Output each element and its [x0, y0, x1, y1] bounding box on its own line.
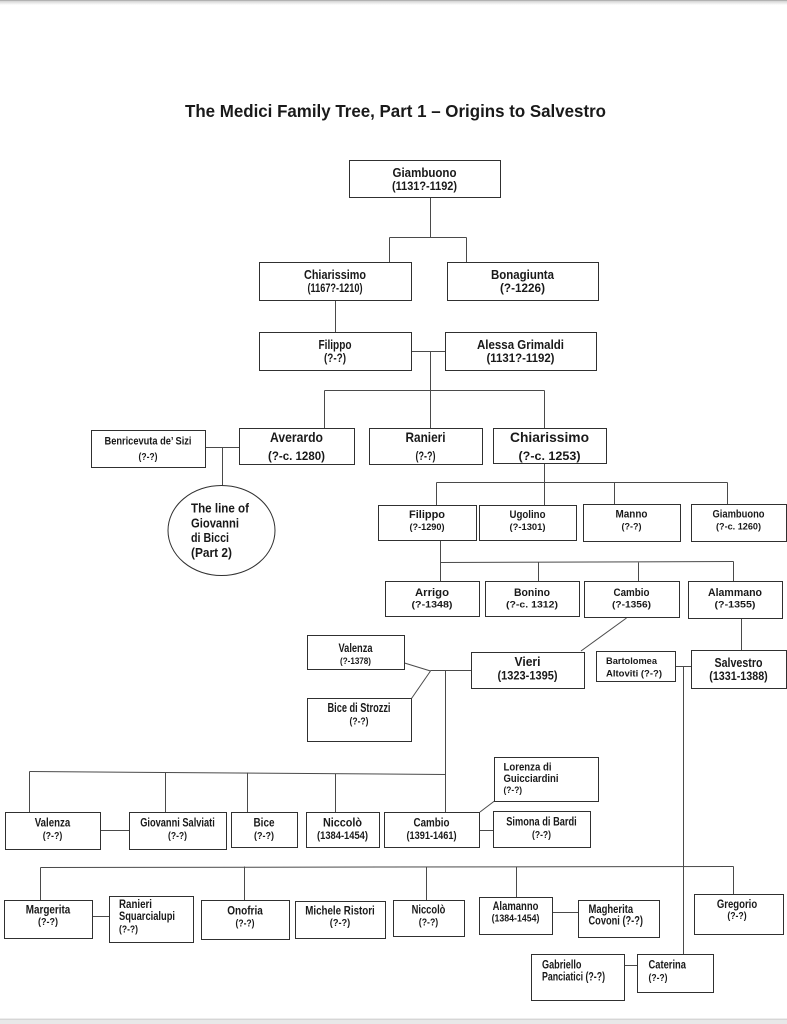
svg-text:(1167?-1210): (1167?-1210) — [308, 283, 363, 295]
svg-text:Benricevuta de’ Sizi: Benricevuta de’ Sizi — [105, 436, 192, 448]
svg-text:(?-?): (?-?) — [324, 353, 346, 365]
svg-text:Bice di Strozzi: Bice di Strozzi — [328, 701, 391, 715]
svg-text:(?-c. 1312): (?-c. 1312) — [506, 600, 558, 611]
svg-text:Cambio: Cambio — [414, 818, 450, 830]
svg-text:(?-?): (?-?) — [119, 925, 138, 936]
svg-text:The Medici Family Tree, Part 1: The Medici Family Tree, Part 1 – Origins… — [185, 101, 606, 121]
svg-text:(?-?): (?-?) — [504, 785, 523, 796]
svg-text:(?-?): (?-?) — [532, 830, 551, 841]
svg-text:Giambuono: Giambuono — [393, 165, 457, 180]
svg-text:Alessa Grimaldi: Alessa Grimaldi — [477, 337, 564, 352]
svg-text:Michele Ristori: Michele Ristori — [305, 906, 375, 918]
svg-text:Lorenza di: Lorenza di — [504, 762, 552, 774]
svg-text:Valenza: Valenza — [35, 818, 71, 830]
svg-text:(1384-1454): (1384-1454) — [317, 830, 368, 842]
svg-text:Margerita: Margerita — [26, 905, 71, 917]
svg-text:Averardo: Averardo — [270, 429, 323, 445]
svg-text:Squarcialupi: Squarcialupi — [119, 911, 175, 923]
svg-text:(?-1226): (?-1226) — [500, 283, 545, 295]
svg-text:Niccolò: Niccolò — [323, 818, 362, 830]
svg-text:Chiarissimo: Chiarissimo — [304, 267, 366, 282]
svg-text:Filippo: Filippo — [409, 509, 445, 521]
svg-text:(?-?): (?-?) — [727, 911, 746, 922]
svg-text:(?-?): (?-?) — [43, 831, 63, 842]
svg-text:(?-c. 1253): (?-c. 1253) — [519, 451, 581, 463]
svg-text:Panciatici (?-?): Panciatici (?-?) — [542, 972, 605, 984]
svg-text:Bice: Bice — [254, 818, 275, 830]
svg-text:(?-?): (?-?) — [350, 717, 369, 728]
svg-text:Ranieri: Ranieri — [119, 899, 152, 911]
svg-text:(1384-1454): (1384-1454) — [492, 913, 540, 925]
svg-text:The line of: The line of — [191, 501, 250, 516]
svg-text:(?-?): (?-?) — [254, 831, 274, 842]
svg-text:(?-?): (?-?) — [416, 451, 436, 463]
svg-text:Giovanni: Giovanni — [191, 515, 239, 530]
svg-text:(Part 2): (Part 2) — [191, 545, 232, 560]
svg-text:(?-1355): (?-1355) — [715, 600, 756, 611]
svg-text:Gabriello: Gabriello — [542, 960, 582, 972]
svg-text:Giambuono: Giambuono — [713, 509, 765, 521]
svg-text:Bonino: Bonino — [514, 587, 550, 599]
svg-text:(1323-1395): (1323-1395) — [498, 669, 558, 683]
svg-text:Ranieri: Ranieri — [406, 429, 446, 445]
svg-text:Bonagiunta: Bonagiunta — [491, 267, 555, 282]
svg-text:Guicciardini: Guicciardini — [504, 773, 559, 785]
svg-text:(?-?): (?-?) — [139, 452, 158, 463]
svg-text:(1131?-1192): (1131?-1192) — [392, 179, 457, 193]
svg-text:(1131?-1192): (1131?-1192) — [487, 353, 555, 365]
svg-text:Gregorio: Gregorio — [717, 899, 757, 911]
svg-text:Alammano: Alammano — [708, 587, 762, 599]
svg-text:(?-?): (?-?) — [622, 522, 642, 533]
svg-text:(?-c. 1280): (?-c. 1280) — [268, 451, 325, 463]
svg-text:Chiarissimo: Chiarissimo — [510, 429, 589, 445]
svg-text:Arrigo: Arrigo — [415, 587, 449, 599]
svg-text:(?-1356): (?-1356) — [612, 600, 651, 611]
svg-text:(?-?): (?-?) — [38, 917, 58, 928]
svg-text:Salvestro: Salvestro — [715, 655, 763, 670]
svg-text:di Bicci: di Bicci — [191, 530, 229, 545]
svg-text:(?-1290): (?-1290) — [410, 522, 445, 533]
svg-text:(?-c. 1260): (?-c. 1260) — [716, 522, 761, 533]
svg-text:Magherita: Magherita — [589, 904, 634, 916]
svg-text:Vieri: Vieri — [515, 655, 541, 669]
svg-text:Valenza: Valenza — [339, 643, 373, 655]
svg-text:Covoni (?-?): Covoni (?-?) — [589, 916, 644, 928]
svg-text:Simona di Bardi: Simona di Bardi — [506, 817, 577, 829]
svg-text:(?-?): (?-?) — [168, 831, 187, 842]
svg-text:Alamanno: Alamanno — [493, 901, 539, 913]
svg-text:Bartolomea: Bartolomea — [606, 656, 658, 666]
svg-text:Giovanni Salviati: Giovanni Salviati — [140, 818, 215, 830]
svg-text:(?-?): (?-?) — [419, 918, 438, 929]
svg-text:Onofria: Onofria — [227, 906, 263, 918]
svg-text:(?-1348): (?-1348) — [412, 600, 453, 611]
svg-text:(1331-1388): (1331-1388) — [709, 671, 768, 683]
svg-text:Manno: Manno — [616, 509, 648, 521]
svg-text:Ugolino: Ugolino — [510, 509, 546, 521]
svg-text:(?-1378): (?-1378) — [340, 656, 371, 667]
svg-text:Niccolò: Niccolò — [412, 905, 446, 917]
svg-text:Altoviti (?-?): Altoviti (?-?) — [606, 669, 662, 679]
svg-text:Caterina: Caterina — [649, 960, 687, 972]
svg-text:(?-1301): (?-1301) — [510, 522, 546, 533]
svg-text:(1391-1461): (1391-1461) — [407, 830, 457, 842]
svg-text:(?-?): (?-?) — [236, 919, 255, 930]
svg-text:Filippo: Filippo — [319, 337, 352, 352]
svg-text:(?-?): (?-?) — [330, 918, 351, 929]
svg-text:Cambio: Cambio — [614, 587, 650, 599]
svg-text:(?-?): (?-?) — [649, 973, 668, 984]
